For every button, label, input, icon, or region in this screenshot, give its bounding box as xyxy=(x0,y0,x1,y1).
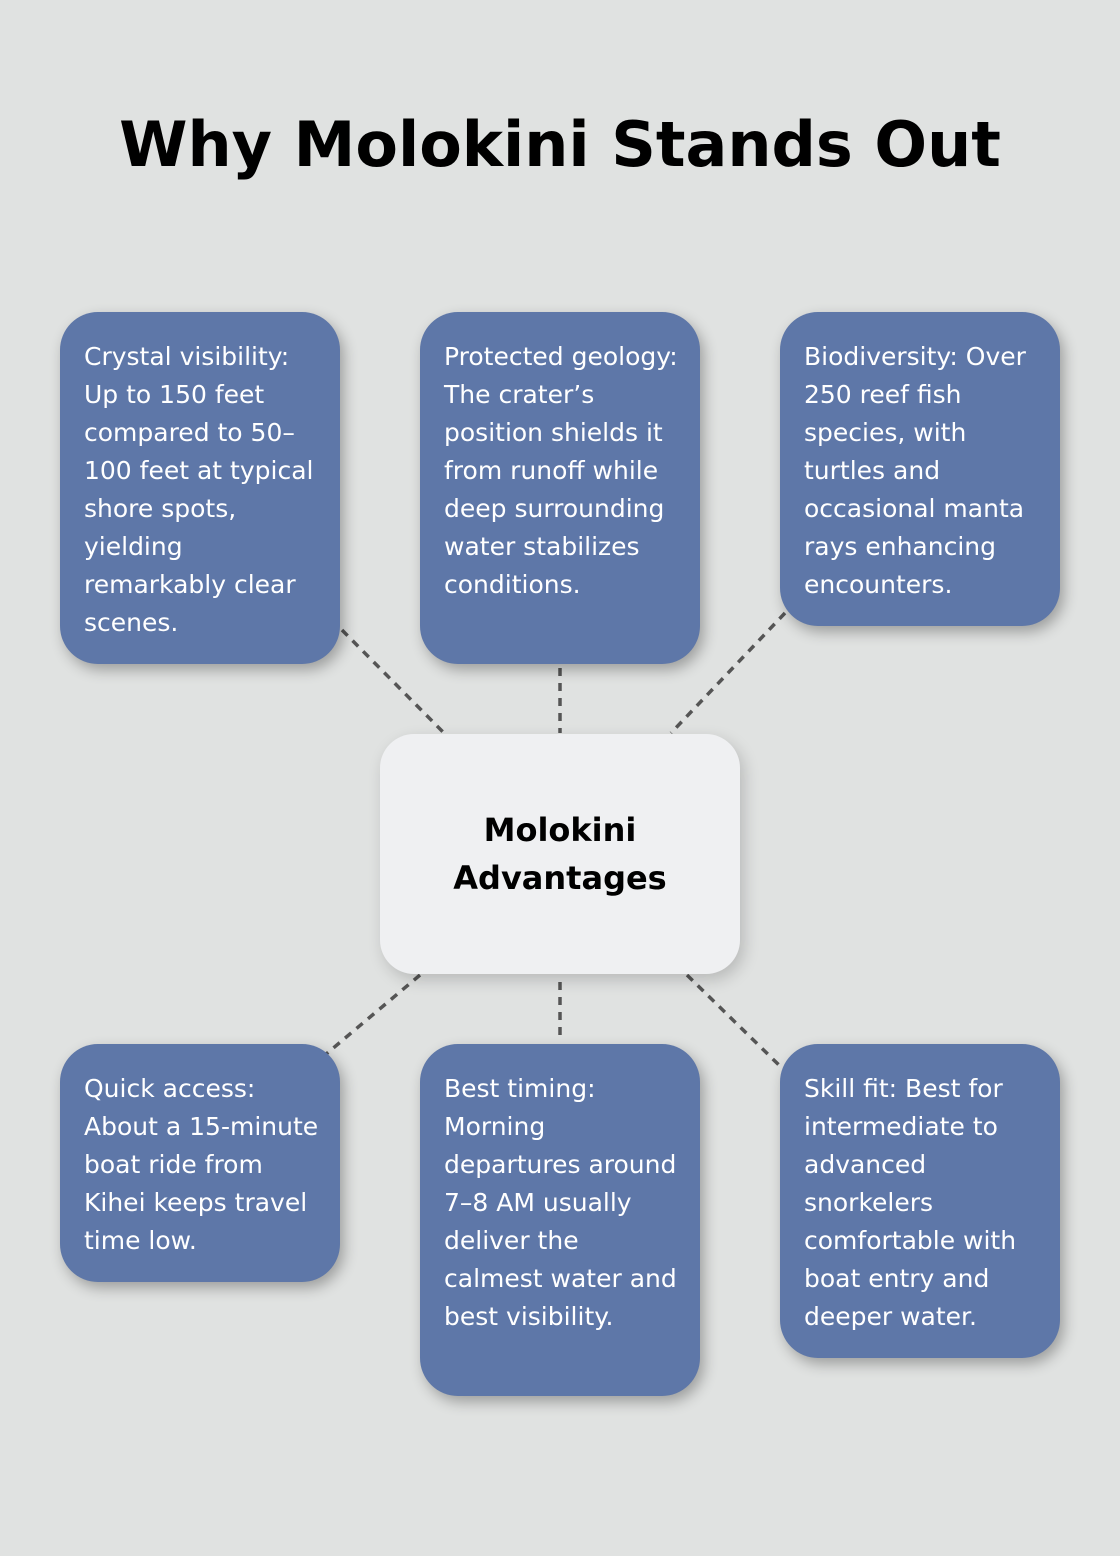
card-text: Crystal visibility: Up to 150 feet compa… xyxy=(84,342,314,637)
card-text: Biodiversity: Over 250 reef fish species… xyxy=(804,342,1026,599)
card-best-timing: Best timing: Morning departures around 7… xyxy=(420,1044,700,1396)
card-text: Skill fit: Best for intermediate to adva… xyxy=(804,1074,1017,1331)
card-biodiversity: Biodiversity: Over 250 reef fish species… xyxy=(780,312,1060,626)
card-text: Protected geology: The crater’s position… xyxy=(444,342,678,599)
card-skill-fit: Skill fit: Best for intermediate to adva… xyxy=(780,1044,1060,1358)
connector-bottom-left xyxy=(323,973,422,1057)
card-quick-access: Quick access: About a 15-minute boat rid… xyxy=(60,1044,340,1282)
card-text: Quick access: About a 15-minute boat rid… xyxy=(84,1074,319,1255)
card-crystal-visibility: Crystal visibility: Up to 150 feet compa… xyxy=(60,312,340,664)
connector-bottom-right xyxy=(685,973,784,1070)
connector-top-right xyxy=(669,611,787,735)
center-node: Molokini Advantages xyxy=(380,734,740,974)
card-text: Best timing: Morning departures around 7… xyxy=(444,1074,677,1331)
connector-top-left xyxy=(340,628,446,735)
page-title: Why Molokini Stands Out xyxy=(119,108,1001,181)
center-label: Molokini Advantages xyxy=(453,811,667,897)
card-protected-geology: Protected geology: The crater’s position… xyxy=(420,312,700,664)
